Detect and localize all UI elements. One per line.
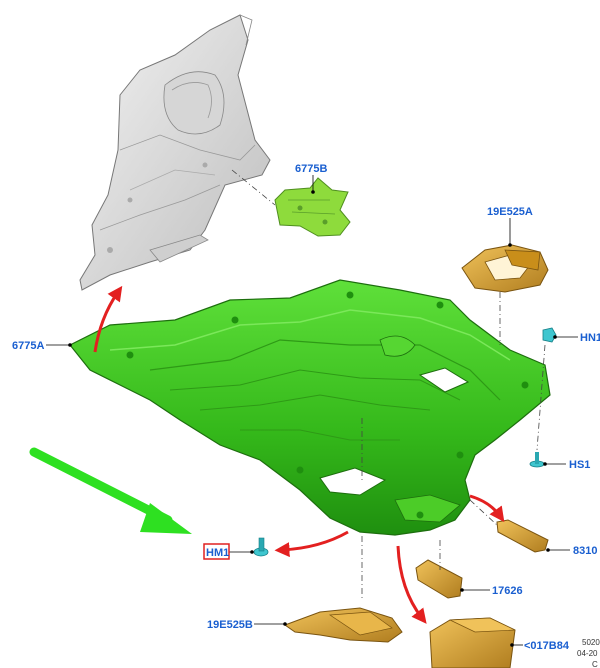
callout-017B84: <017B84 (524, 640, 570, 652)
body-structure (79, 14, 271, 291)
underbody-shield-6775A (69, 279, 551, 536)
footer-code: 5020 (582, 638, 600, 647)
bracket-19E525B (283, 607, 403, 643)
fastener-HM1 (253, 537, 269, 557)
callout-19E525A: 19E525A (487, 206, 533, 218)
footer-extra: C (592, 660, 598, 668)
removal-arrows (93, 285, 505, 624)
part-8310 (496, 519, 549, 553)
callout-19E525B: 19E525B (207, 619, 253, 631)
callout-17626: 17626 (492, 585, 523, 597)
part-017B84 (429, 617, 516, 668)
callout-HN1: HN1 (580, 332, 600, 344)
callout-HS1: HS1 (569, 459, 590, 471)
bracket-19E525A (461, 244, 549, 293)
green-arrow-icon (29, 447, 192, 534)
assembly-lines (231, 169, 546, 600)
callout-6775B: 6775B (295, 163, 327, 175)
callout-6775A: 6775A (12, 340, 44, 352)
part-17626 (415, 559, 463, 599)
highlight-box-icon (203, 543, 230, 560)
callout-8310: 8310 (573, 545, 597, 557)
callout-leaders (46, 175, 578, 647)
bracket-6775B (274, 177, 351, 237)
footer-date: 04-20 (577, 649, 598, 658)
callout-HM1: HM1 (206, 547, 229, 559)
fastener-HS1 (529, 452, 545, 468)
fastener-HN1 (542, 327, 557, 343)
